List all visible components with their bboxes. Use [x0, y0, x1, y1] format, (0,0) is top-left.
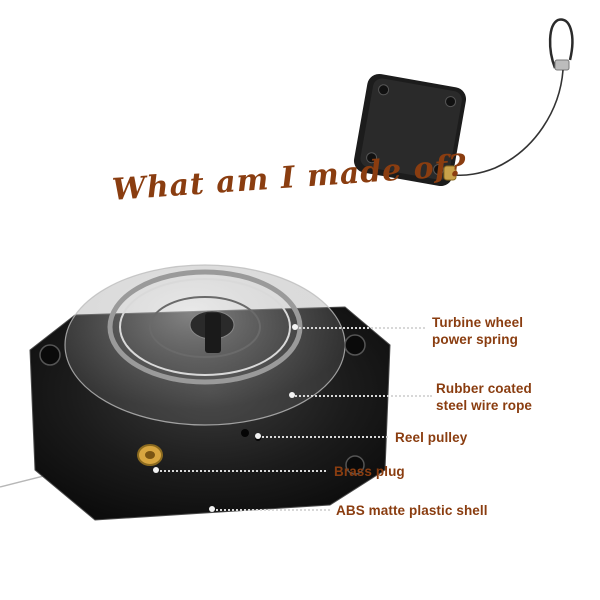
leader-dot-shell	[209, 506, 215, 512]
label-brass-plug: Brass plug	[334, 463, 405, 480]
leader-line-wire	[292, 395, 432, 397]
leader-dot-pulley	[255, 433, 261, 439]
label-reel-pulley: Reel pulley	[395, 429, 467, 446]
product-thumbnail	[353, 18, 574, 187]
label-abs-shell-text: ABS matte plastic shell	[336, 503, 488, 518]
label-wire-rope-line2: steel wire rope	[436, 398, 533, 413]
title-text: What am I made of?	[111, 148, 468, 208]
leader-line-shell	[212, 509, 330, 511]
leader-line-spring	[295, 327, 425, 329]
label-brass-plug-text: Brass plug	[334, 464, 405, 479]
label-wire-rope: Rubber coated steel wire rope	[436, 380, 532, 414]
leader-line-pulley	[258, 436, 388, 438]
leader-line-plug	[156, 470, 326, 472]
leader-dot-plug	[153, 467, 159, 473]
label-abs-shell: ABS matte plastic shell	[336, 502, 488, 519]
title-heading: What am I made of?	[110, 135, 468, 268]
leader-dot-spring	[292, 324, 298, 330]
label-turbine-spring: Turbine wheel power spring	[432, 314, 523, 348]
label-reel-pulley-text: Reel pulley	[395, 430, 468, 445]
label-turbine-spring-line1: Turbine wheel	[432, 315, 524, 330]
leader-dot-wire	[289, 392, 295, 398]
product-cutaway-photo	[0, 264, 391, 521]
label-turbine-spring-line2: power spring	[432, 332, 518, 347]
label-wire-rope-line1: Rubber coated	[436, 381, 532, 396]
